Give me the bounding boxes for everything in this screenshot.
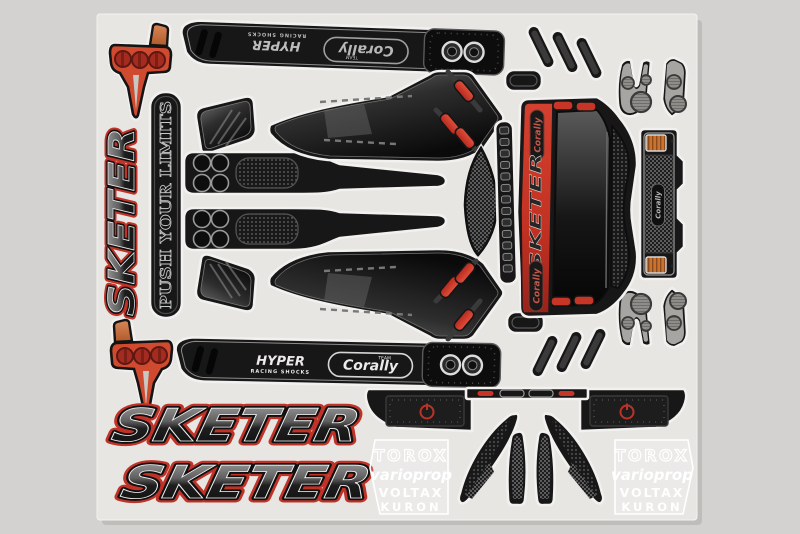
bumper-bar-slots xyxy=(476,389,576,398)
svg-text:Corally: Corally xyxy=(533,267,543,303)
sponsor-torox: TOROX xyxy=(615,446,690,465)
sponsor-kuron: KURON xyxy=(621,500,682,514)
svg-text:SKETER: SKETER xyxy=(102,128,143,316)
red-tbone-decal-top xyxy=(107,20,173,121)
wing-decal: Corally SKETER Corally xyxy=(515,95,639,319)
racing-shocks-text: RACING SHOCKS xyxy=(247,30,307,38)
push-your-limits-text: PUSH YOUR LIMITS xyxy=(157,101,175,309)
bumper-decal xyxy=(364,386,688,433)
fins-left xyxy=(457,412,529,507)
sponsor-torox: TOROX xyxy=(374,446,449,465)
bar-end-cap xyxy=(421,341,502,389)
mesh-side-skirt xyxy=(462,143,500,259)
wing-mesh-section xyxy=(609,123,631,290)
exhaust-tips-icon xyxy=(192,153,230,193)
fins-right xyxy=(533,412,605,507)
pod-capsule-bottom xyxy=(660,286,689,349)
svg-text:SKETER: SKETER xyxy=(102,128,143,316)
push-your-limits-bar: PUSH YOUR LIMITS xyxy=(148,90,184,320)
svg-text:SKETER: SKETER xyxy=(108,399,365,451)
exhaust-strip-2 xyxy=(182,206,448,252)
sketer-logo-large-2: SKETER SKETER SKETER xyxy=(112,452,380,513)
vent-trio-top xyxy=(525,24,605,81)
team-text: TEAM xyxy=(377,355,391,361)
svg-text:SKETER: SKETER xyxy=(117,456,376,508)
corally-text: Corally xyxy=(337,40,393,58)
sketer-logo-large-1: SKETER SKETER SKETER xyxy=(103,395,369,456)
svg-text:SKETER: SKETER xyxy=(117,456,376,508)
body-panel-top xyxy=(267,69,505,164)
power-icon xyxy=(619,403,635,420)
sponsor-voltax: VOLTAX xyxy=(620,485,685,500)
tbone-streak xyxy=(133,75,139,110)
wing-sketer-text: SKETER xyxy=(526,153,545,271)
svg-text:Corally: Corally xyxy=(534,116,544,152)
corally-text: Corally xyxy=(343,358,399,375)
corally-logo-inverted: Corally TEAM xyxy=(323,36,409,65)
bar-end-cap xyxy=(422,28,506,76)
vent-slash-icon xyxy=(195,29,222,58)
wing-corally-pill-bottom: Corally xyxy=(528,260,544,312)
racing-shocks-text: RACING SHOCKS xyxy=(250,369,310,376)
grille-decal: Corally xyxy=(638,127,686,281)
exhaust-ports-icon xyxy=(441,40,485,63)
svg-text:SKETER: SKETER xyxy=(108,399,365,451)
svg-text:Corally: Corally xyxy=(655,191,663,219)
wing-red-slots xyxy=(550,100,597,307)
pod-capsule-top xyxy=(660,56,689,119)
sketer-logo-vertical: SKETER SKETER SKETER xyxy=(99,125,147,320)
vent-slash-icon xyxy=(191,345,218,375)
grille-corally-pill: Corally xyxy=(651,183,665,227)
grille-light-top xyxy=(645,134,667,152)
tbone-hub-circles xyxy=(114,50,166,69)
pod-v-top xyxy=(616,58,653,118)
body-panel-bottom xyxy=(267,247,505,342)
exhaust-ports-icon xyxy=(439,354,484,376)
sponsor-varioprop: varioprop xyxy=(611,466,693,484)
wing-windshield xyxy=(551,108,612,308)
power-icon xyxy=(419,403,435,420)
corally-logo: Corally TEAM xyxy=(327,351,414,379)
panel-hatch-plate xyxy=(324,104,372,138)
team-text: TEAM xyxy=(345,54,359,60)
wing-corally-pill-top: Corally xyxy=(529,109,545,161)
wing-red-band xyxy=(520,102,554,314)
exhaust-strip-1 xyxy=(182,150,448,196)
hyper-bar-top: HYPER RACING SHOCKS Corally TEAM xyxy=(180,19,506,76)
hyper-logo-inverted: HYPER RACING SHOCKS xyxy=(247,30,307,53)
sponsor-varioprop: varioprop xyxy=(370,466,452,484)
grille-light-bottom xyxy=(645,256,667,274)
vent-trio-bottom xyxy=(529,326,609,379)
svg-text:SKETER: SKETER xyxy=(117,456,376,508)
red-tbone-decal-bottom xyxy=(109,316,175,417)
sponsor-panel-right: TOROX varioprop VOLTAX KURON xyxy=(611,439,694,515)
sponsor-panel-left: TOROX varioprop VOLTAX KURON xyxy=(369,439,452,515)
pod-v-bottom xyxy=(616,288,653,348)
hyper-text: HYPER xyxy=(256,354,305,370)
svg-text:SKETER: SKETER xyxy=(102,128,143,316)
window-decal-bottom xyxy=(194,253,258,313)
led-strip xyxy=(493,119,519,286)
hyper-text: HYPER xyxy=(252,36,301,53)
sponsor-voltax: VOLTAX xyxy=(379,485,444,500)
hyper-bar-bottom: HYPER RACING SHOCKS Corally TEAM xyxy=(174,336,502,389)
small-capsule-top xyxy=(503,68,544,93)
sponsor-kuron: KURON xyxy=(380,500,441,514)
shock-absorber-graphics xyxy=(433,69,483,153)
hyper-logo: HYPER RACING SHOCKS xyxy=(250,354,310,376)
svg-text:SKETER: SKETER xyxy=(108,399,365,451)
